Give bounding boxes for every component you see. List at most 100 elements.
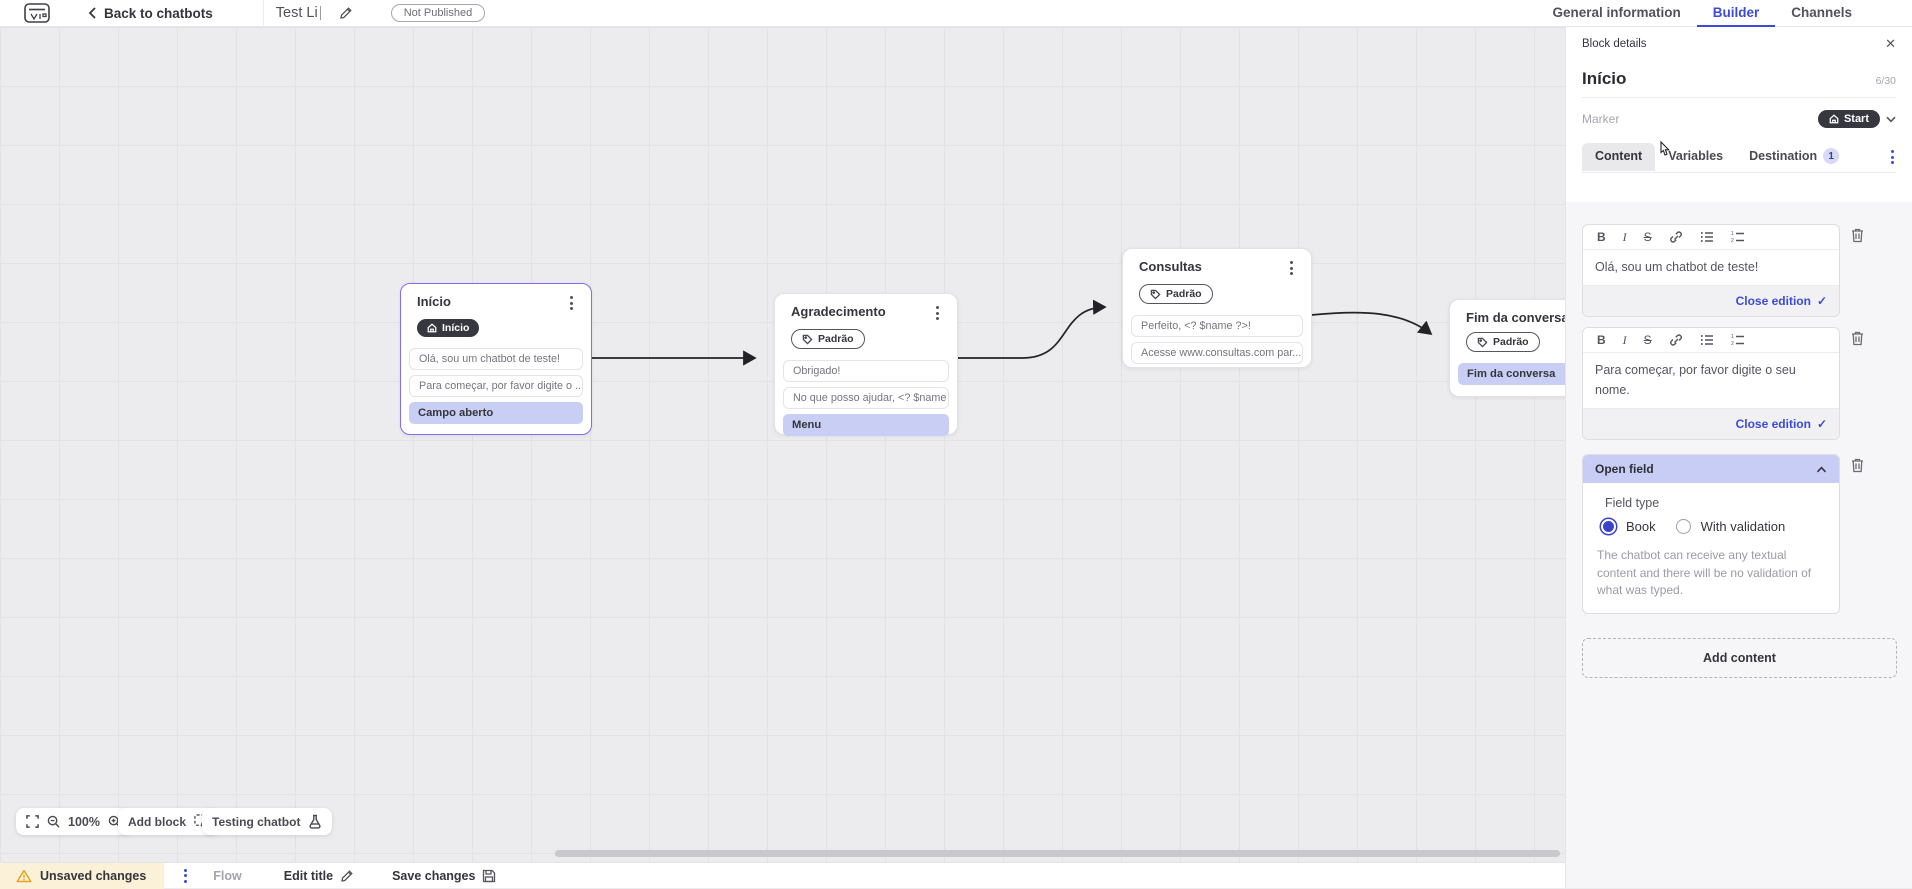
strikethrough-icon[interactable]: S: [1644, 231, 1652, 243]
zoom-level: 100%: [68, 815, 100, 829]
block-name-input[interactable]: Início 6/30: [1582, 69, 1896, 98]
panel-tab-content[interactable]: Content: [1582, 143, 1655, 171]
block-action-row[interactable]: Campo aberto: [409, 402, 583, 424]
panel-tab-destination[interactable]: Destination 1: [1736, 142, 1852, 172]
block-content-row[interactable]: Acesse www.consultas.com par...: [1131, 342, 1303, 364]
tab-general-information[interactable]: General information: [1536, 0, 1696, 27]
unsaved-changes-indicator: Unsaved changes: [0, 863, 164, 889]
home-icon: [1829, 114, 1839, 124]
message-text[interactable]: Para começar, por favor digite o seu nom…: [1583, 353, 1839, 408]
field-type-label: Field type: [1605, 496, 1825, 510]
message-text[interactable]: Olá, sou um chatbot de teste!: [1583, 250, 1839, 285]
block-title: Agradecimento: [791, 304, 886, 319]
badge-label: Padrão: [1166, 288, 1202, 300]
radio-book-label[interactable]: Book: [1626, 519, 1656, 534]
edit-chatbot-title-icon[interactable]: [339, 6, 353, 20]
block-marker-badge: Padrão: [1139, 284, 1213, 304]
tab-builder[interactable]: Builder: [1697, 0, 1776, 27]
open-field-header[interactable]: Open field: [1583, 455, 1839, 483]
block-content-row[interactable]: Perfeito, <? $name ?>!: [1131, 315, 1303, 337]
edit-title-button[interactable]: Edit title: [284, 869, 354, 883]
panel-tabs: Content Variables Destination 1: [1582, 142, 1896, 173]
back-to-chatbots-button[interactable]: Back to chatbots: [88, 6, 213, 21]
block-content-row[interactable]: Olá, sou um chatbot de teste!: [409, 348, 583, 370]
delete-content-icon[interactable]: [1850, 457, 1865, 473]
tab-channels[interactable]: Channels: [1775, 0, 1868, 27]
link-icon[interactable]: [1669, 334, 1683, 346]
field-type-description: The chatbot can receive any textual cont…: [1597, 547, 1825, 599]
add-content-button[interactable]: Add content: [1582, 638, 1897, 678]
panel-tabs-menu-icon[interactable]: [1889, 148, 1896, 166]
svg-text:2: 2: [1731, 238, 1734, 243]
radio-with-validation[interactable]: [1676, 519, 1691, 534]
destination-count-badge: 1: [1823, 148, 1839, 164]
back-label: Back to chatbots: [104, 6, 213, 21]
bottom-status-bar: Unsaved changes Flow Edit title Save cha…: [0, 862, 1565, 888]
italic-icon[interactable]: I: [1623, 231, 1627, 243]
topbar-tabs: General information Builder Channels: [1536, 0, 1868, 27]
block-content-row[interactable]: Obrigado!: [783, 360, 949, 382]
bold-icon[interactable]: B: [1597, 334, 1606, 346]
save-changes-label: Save changes: [392, 869, 475, 883]
tag-icon: [802, 334, 813, 345]
block-content-row[interactable]: Para começar, por favor digite o ...: [409, 375, 583, 397]
tab-label: Variables: [1668, 149, 1723, 163]
badge-label: Padrão: [1493, 336, 1529, 348]
open-field-title: Open field: [1595, 462, 1654, 476]
close-panel-icon[interactable]: ✕: [1885, 36, 1896, 52]
numbered-list-icon[interactable]: 12: [1731, 231, 1745, 243]
panel-tab-variables[interactable]: Variables: [1655, 143, 1736, 171]
fullscreen-icon[interactable]: [26, 815, 39, 828]
statusbar-menu-icon[interactable]: [182, 867, 189, 885]
flow-block-inicio[interactable]: Início Início Olá, sou um chatbot de tes…: [400, 283, 592, 435]
block-menu-icon[interactable]: [934, 304, 941, 322]
warning-icon: [16, 869, 32, 883]
block-title: Consultas: [1139, 259, 1202, 274]
block-content-row[interactable]: No que posso ajudar, <? $name ...: [783, 387, 949, 409]
marker-start-button[interactable]: Start: [1818, 110, 1880, 128]
strikethrough-icon[interactable]: S: [1644, 334, 1652, 346]
numbered-list-icon[interactable]: 12: [1731, 334, 1745, 346]
block-menu-icon[interactable]: [1288, 259, 1295, 277]
testing-chatbot-button[interactable]: Testing chatbot: [202, 808, 332, 835]
close-edition-button[interactable]: Close edition ✓: [1736, 294, 1827, 308]
panel-title: Block details: [1582, 38, 1647, 50]
tab-label: Destination: [1749, 149, 1817, 163]
save-changes-button[interactable]: Save changes: [392, 869, 496, 883]
italic-icon[interactable]: I: [1623, 334, 1627, 346]
bullet-list-icon[interactable]: [1700, 334, 1714, 346]
open-field-card: Open field Field type Book With validati…: [1582, 454, 1840, 614]
flow-view-label: Flow: [213, 869, 241, 883]
flask-icon: [308, 814, 322, 829]
link-icon[interactable]: [1669, 231, 1683, 243]
radio-with-validation-label[interactable]: With validation: [1701, 519, 1786, 534]
block-marker-badge: Padrão: [791, 329, 865, 349]
horizontal-scrollbar[interactable]: [555, 850, 1560, 857]
pencil-icon: [340, 869, 354, 883]
delete-content-icon[interactable]: [1850, 227, 1865, 243]
flow-block-agradecimento[interactable]: Agradecimento Padrão Obrigado! No que po…: [774, 293, 958, 435]
delete-content-icon[interactable]: [1850, 330, 1865, 346]
badge-label: Início: [442, 322, 469, 334]
bold-icon[interactable]: B: [1597, 231, 1606, 243]
unsaved-changes-label: Unsaved changes: [40, 869, 146, 883]
bullet-list-icon[interactable]: [1700, 231, 1714, 243]
chevron-down-icon[interactable]: [1886, 116, 1896, 123]
edit-title-label: Edit title: [284, 869, 333, 883]
block-action-row[interactable]: Menu: [783, 414, 949, 436]
close-edition-label: Close edition: [1736, 294, 1811, 308]
radio-book[interactable]: [1601, 519, 1616, 534]
check-icon: ✓: [1817, 294, 1827, 308]
close-edition-button[interactable]: Close edition✓: [1736, 417, 1827, 431]
top-bar: Back to chatbots Test Li Not Published G…: [0, 0, 1912, 27]
svg-text:1: 1: [1731, 231, 1734, 237]
home-icon: [427, 323, 437, 333]
block-menu-icon[interactable]: [568, 294, 575, 312]
chatbot-title[interactable]: Test Li: [276, 5, 321, 21]
flow-block-consultas[interactable]: Consultas Padrão Perfeito, <? $name ?>! …: [1122, 248, 1312, 368]
status-badge: Not Published: [391, 4, 486, 22]
zoom-out-icon[interactable]: [47, 815, 60, 828]
